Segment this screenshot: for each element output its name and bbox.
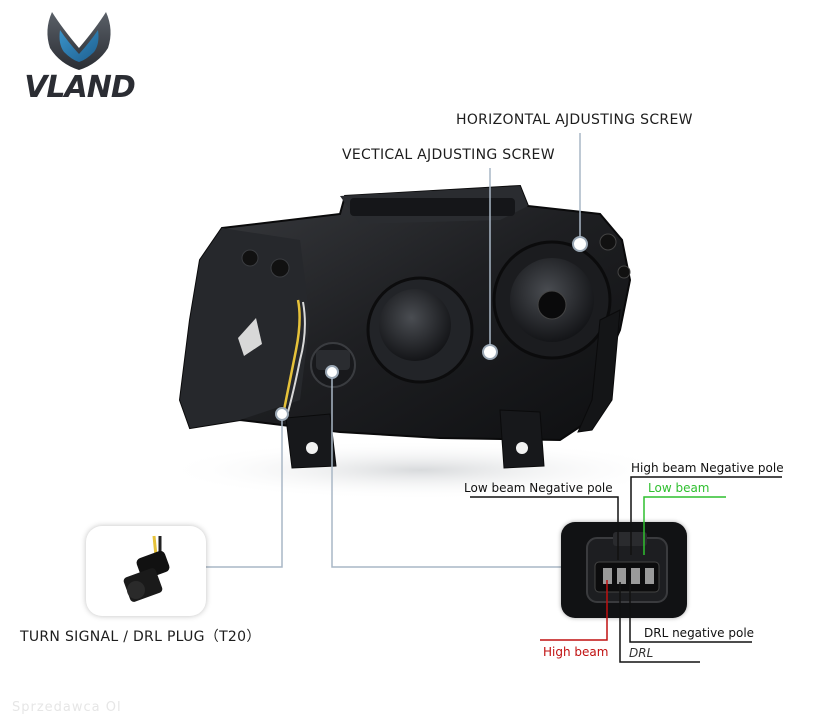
horizontal-screw-label: HORIZONTAL AJDUSTING SCREW (456, 112, 693, 128)
watermark-text: Sprzedawca Ol (12, 700, 122, 715)
headlight-housing (178, 184, 632, 469)
t20-bulb-icon (123, 535, 170, 602)
vland-logo-icon (47, 12, 111, 70)
drl-negative-pole-label: DRL negative pole (644, 626, 755, 640)
low-beam-negative-pole-label: Low beam Negative pole (464, 481, 613, 495)
brand-wordmark: VLAND (24, 70, 136, 105)
vertical-screw-label: VECTICAL AJDUSTING SCREW (342, 147, 555, 163)
high-beam-label: High beam (543, 645, 609, 659)
drl-label: DRL (629, 646, 654, 660)
t20-bulb-inset (86, 526, 206, 616)
low-beam-label: Low beam (648, 481, 710, 495)
high-beam-negative-pole-label: High beam Negative pole (631, 461, 784, 475)
turn-signal-drl-plug-label: TURN SIGNAL / DRL PLUG（T20） (20, 629, 261, 645)
